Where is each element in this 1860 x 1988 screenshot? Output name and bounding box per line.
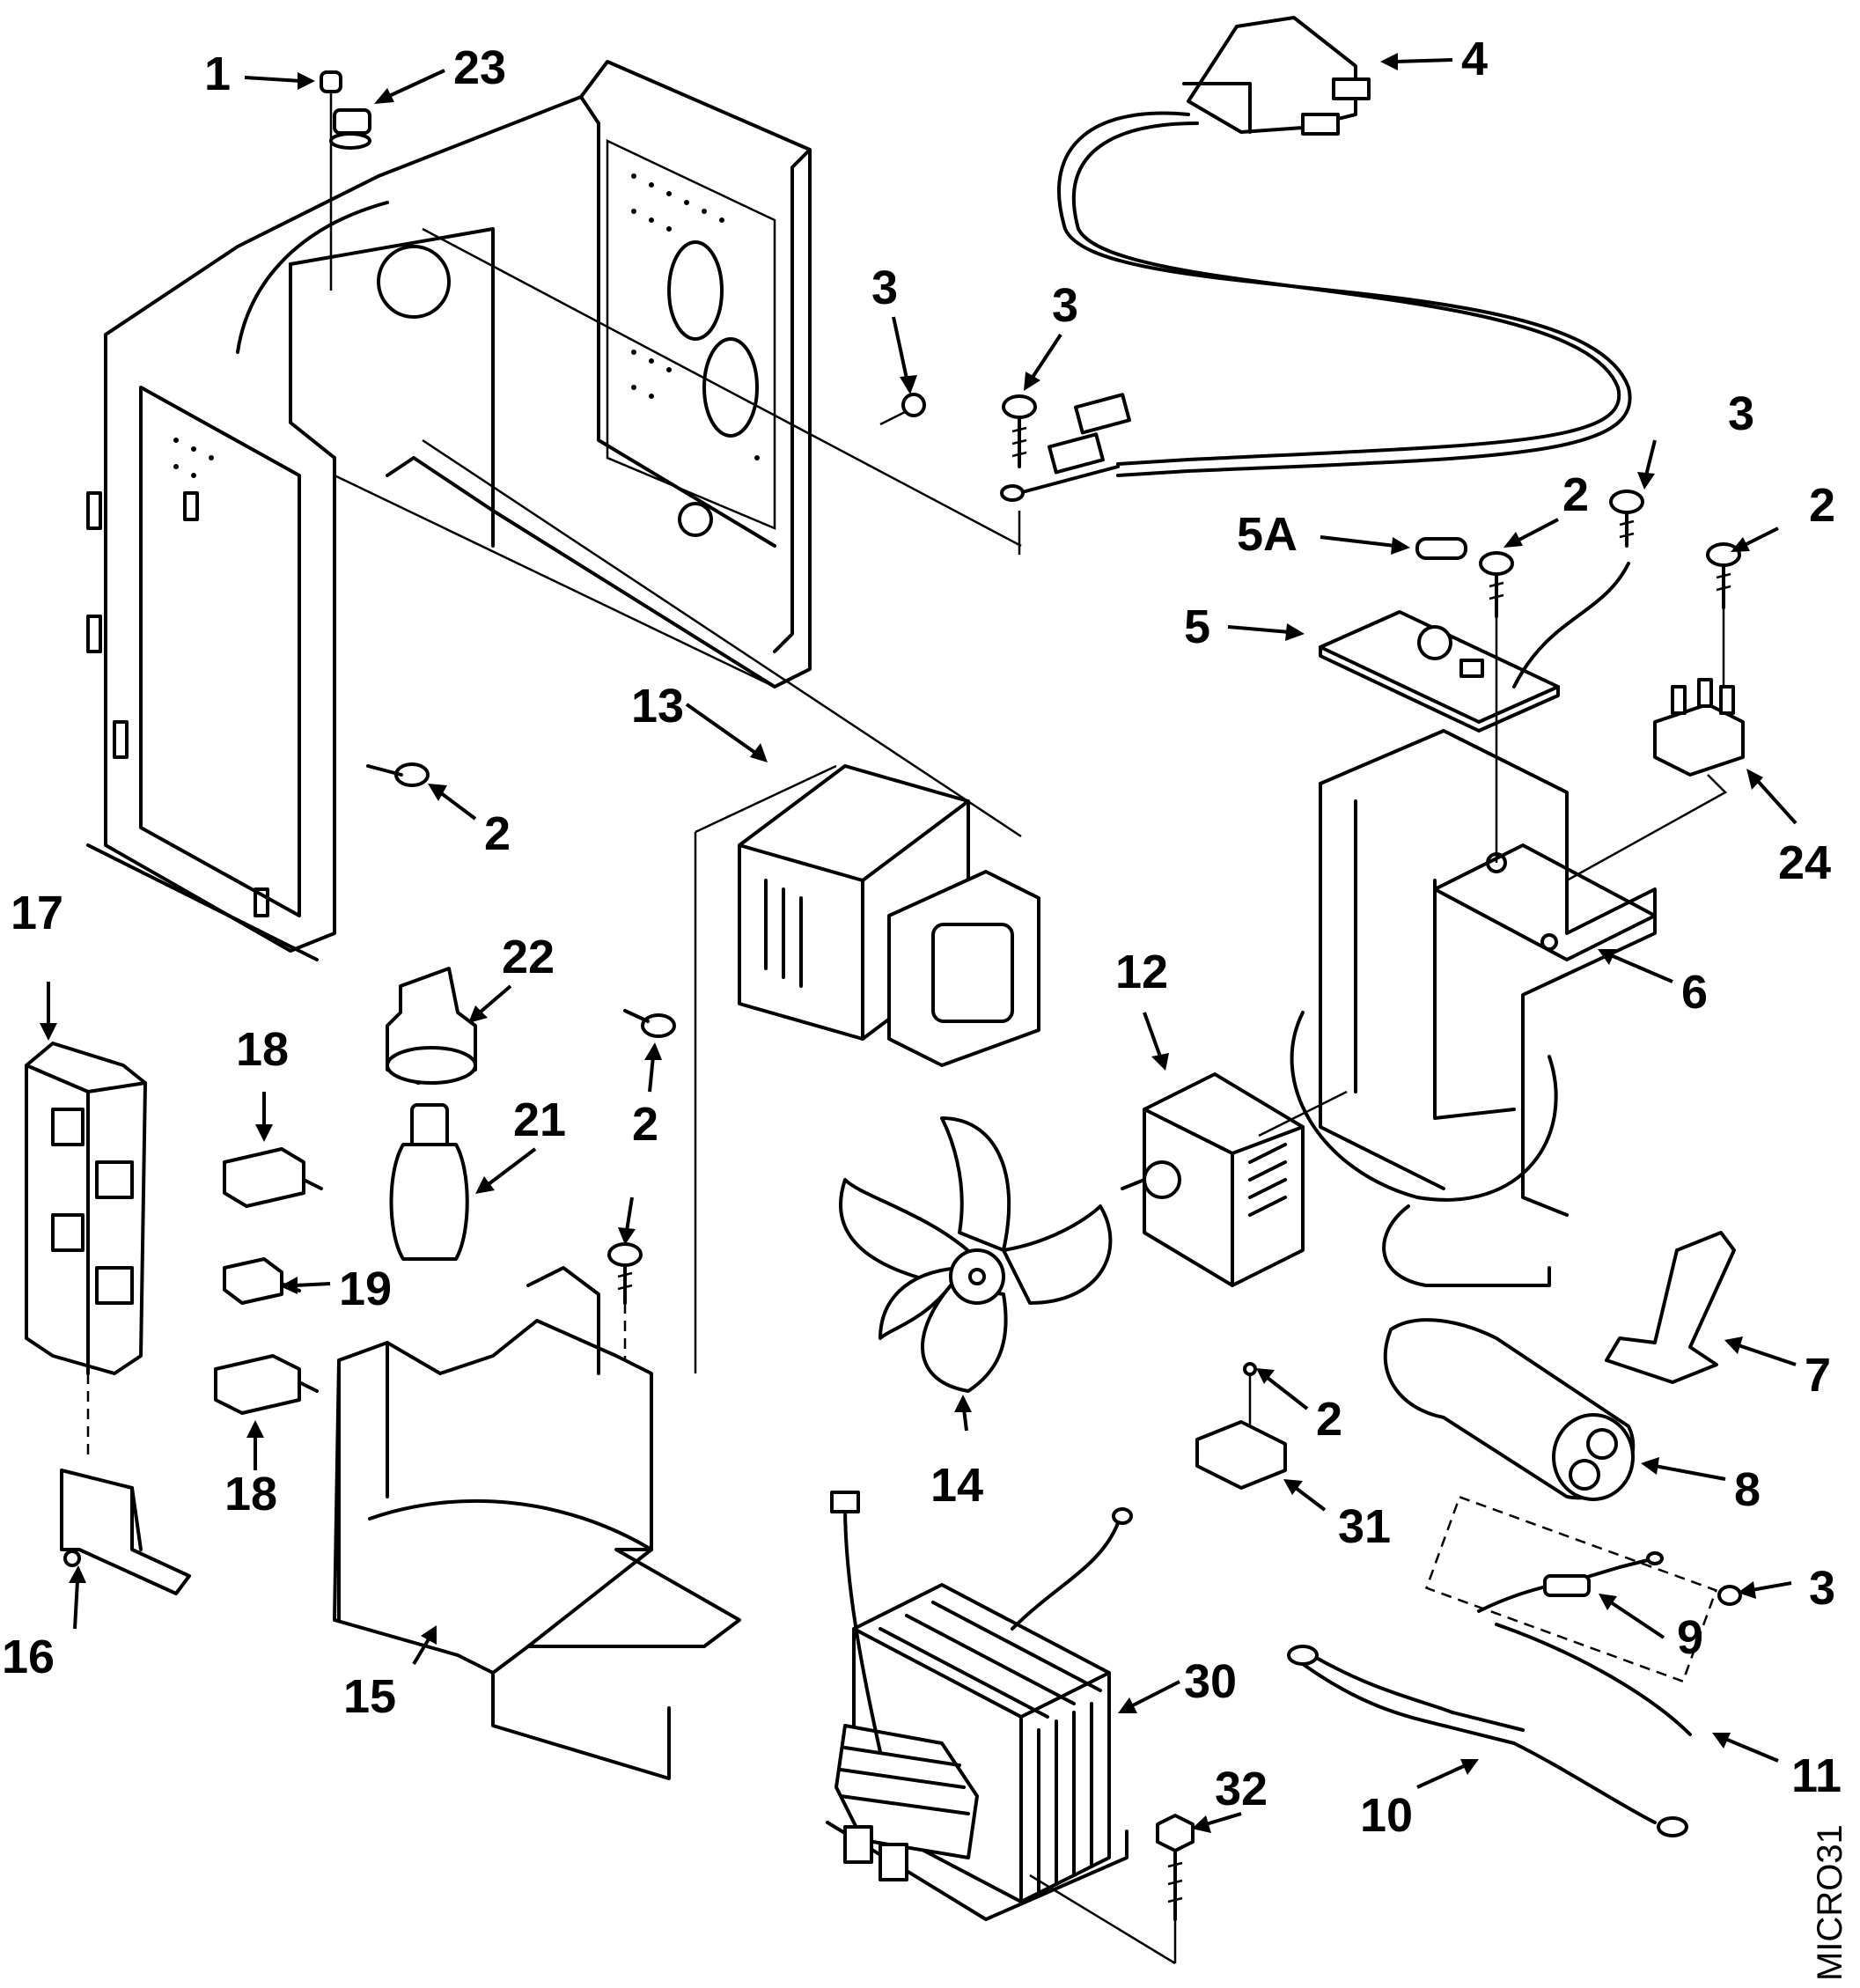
callout-12: 12 — [1115, 946, 1168, 998]
callout-13: 13 — [631, 680, 684, 733]
fuse-part-5a — [1415, 537, 1467, 560]
screw-part-32 — [1029, 1814, 1195, 1965]
wire-harness-part-10 — [1287, 1645, 1688, 1837]
bracket-part-31 — [1195, 1362, 1287, 1490]
switch-bracket-part-17 — [25, 1042, 147, 1462]
micro-switch-part-18b — [214, 1354, 319, 1415]
callout-10: 10 — [1360, 1789, 1413, 1842]
noise-filter-board-part-5 — [1319, 562, 1630, 733]
callout-15: 15 — [343, 1670, 396, 1723]
screw-part-1 — [320, 70, 342, 291]
fan-duct-bracket-part-6 — [1290, 729, 1657, 1287]
figure-code: MICRO31 — [1811, 1824, 1849, 1981]
thermostat-part-23 — [329, 108, 371, 150]
callout-3b: 3 — [1052, 279, 1078, 332]
callout-5: 5 — [1184, 600, 1210, 653]
callout-23: 23 — [453, 41, 506, 94]
magnetron-part-13 — [694, 764, 1040, 1373]
callout-2c: 2 — [484, 807, 511, 860]
callout-32: 32 — [1215, 1763, 1268, 1815]
callout-2d: 2 — [632, 1098, 658, 1151]
fan-motor-part-12 — [1121, 1072, 1348, 1287]
callout-19: 19 — [339, 1263, 392, 1315]
callout-31: 31 — [1338, 1500, 1391, 1553]
screw-part-3c — [1609, 490, 1644, 548]
oven-chassis — [86, 60, 1022, 961]
micro-switch-part-19 — [223, 1257, 301, 1305]
callout-14: 14 — [930, 1459, 983, 1512]
diode-assembly-part-9 — [1424, 1495, 1742, 1683]
high-voltage-wire-part-11 — [1495, 1623, 1692, 1736]
callout-22: 22 — [502, 931, 555, 983]
callout-18b: 18 — [224, 1468, 277, 1520]
callout-5a: 5A — [1237, 508, 1298, 561]
latch-lever-part-16 — [60, 1469, 191, 1595]
callout-2e: 2 — [1316, 1393, 1342, 1446]
leader-arrows — [40, 53, 1798, 1833]
capacitor-part-8 — [1383, 1318, 1636, 1501]
screw-part-2a — [1479, 551, 1514, 863]
screw-part-2e — [607, 1242, 643, 1391]
callout-6: 6 — [1681, 966, 1708, 1019]
vent-perforations — [173, 173, 760, 478]
screw-part-2b — [1706, 542, 1741, 696]
transformer-part-30 — [826, 1491, 1133, 1921]
screw-part-3b — [1002, 394, 1037, 555]
callout-16: 16 — [2, 1631, 55, 1683]
callout-2a: 2 — [1562, 468, 1589, 521]
callout-7: 7 — [1805, 1349, 1831, 1402]
callout-2b: 2 — [1809, 479, 1835, 532]
callout-11: 11 — [1791, 1749, 1842, 1802]
capacitor-clip-part-7 — [1605, 1231, 1736, 1384]
air-guide-part-15 — [333, 1266, 741, 1780]
callout-18a: 18 — [236, 1023, 289, 1076]
relay-part-24 — [1566, 678, 1745, 882]
callout-3a: 3 — [871, 261, 898, 314]
callout-3c: 3 — [1728, 387, 1754, 440]
micro-switch-part-18a — [223, 1147, 323, 1208]
lamp-socket-part-22 — [386, 967, 477, 1085]
screw-part-3a — [879, 393, 926, 426]
screw-part-2c — [366, 762, 430, 787]
callout-8: 8 — [1734, 1463, 1761, 1516]
power-cord-part-4 — [1000, 16, 1632, 502]
callout-24: 24 — [1778, 836, 1831, 889]
callout-4: 4 — [1461, 33, 1488, 85]
callout-21: 21 — [513, 1093, 566, 1146]
callout-labels: 1 23 4 3 3 3 5A 2 2 5 13 2 24 17 22 6 12… — [2, 33, 1842, 1842]
screw-part-2d — [623, 1009, 676, 1038]
callout-17: 17 — [11, 887, 63, 939]
callout-3d: 3 — [1809, 1562, 1835, 1615]
callout-9: 9 — [1677, 1611, 1703, 1664]
callout-30: 30 — [1184, 1655, 1237, 1708]
callout-1: 1 — [204, 48, 231, 100]
fan-blade-part-14 — [839, 1116, 1113, 1393]
lamp-bulb-part-21 — [389, 1103, 469, 1261]
